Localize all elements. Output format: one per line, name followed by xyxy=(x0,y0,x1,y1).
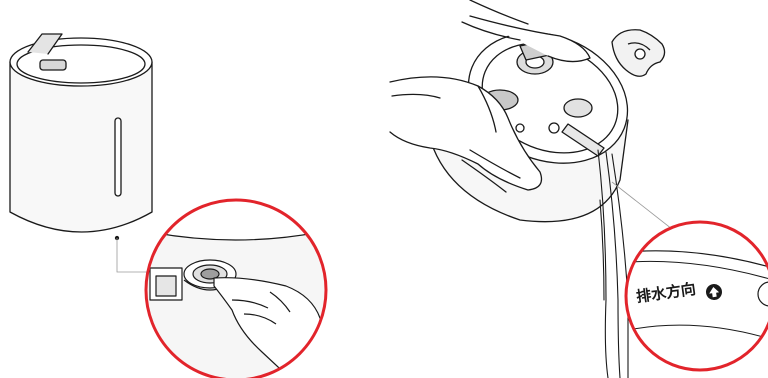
tank-base-draining xyxy=(390,0,647,222)
callout-drain-direction: 排水方向 xyxy=(620,220,768,378)
leader-line-left xyxy=(117,238,150,272)
detached-valve-cap xyxy=(612,30,665,77)
callout-drain-valve xyxy=(140,200,330,378)
water-tank xyxy=(10,34,152,240)
